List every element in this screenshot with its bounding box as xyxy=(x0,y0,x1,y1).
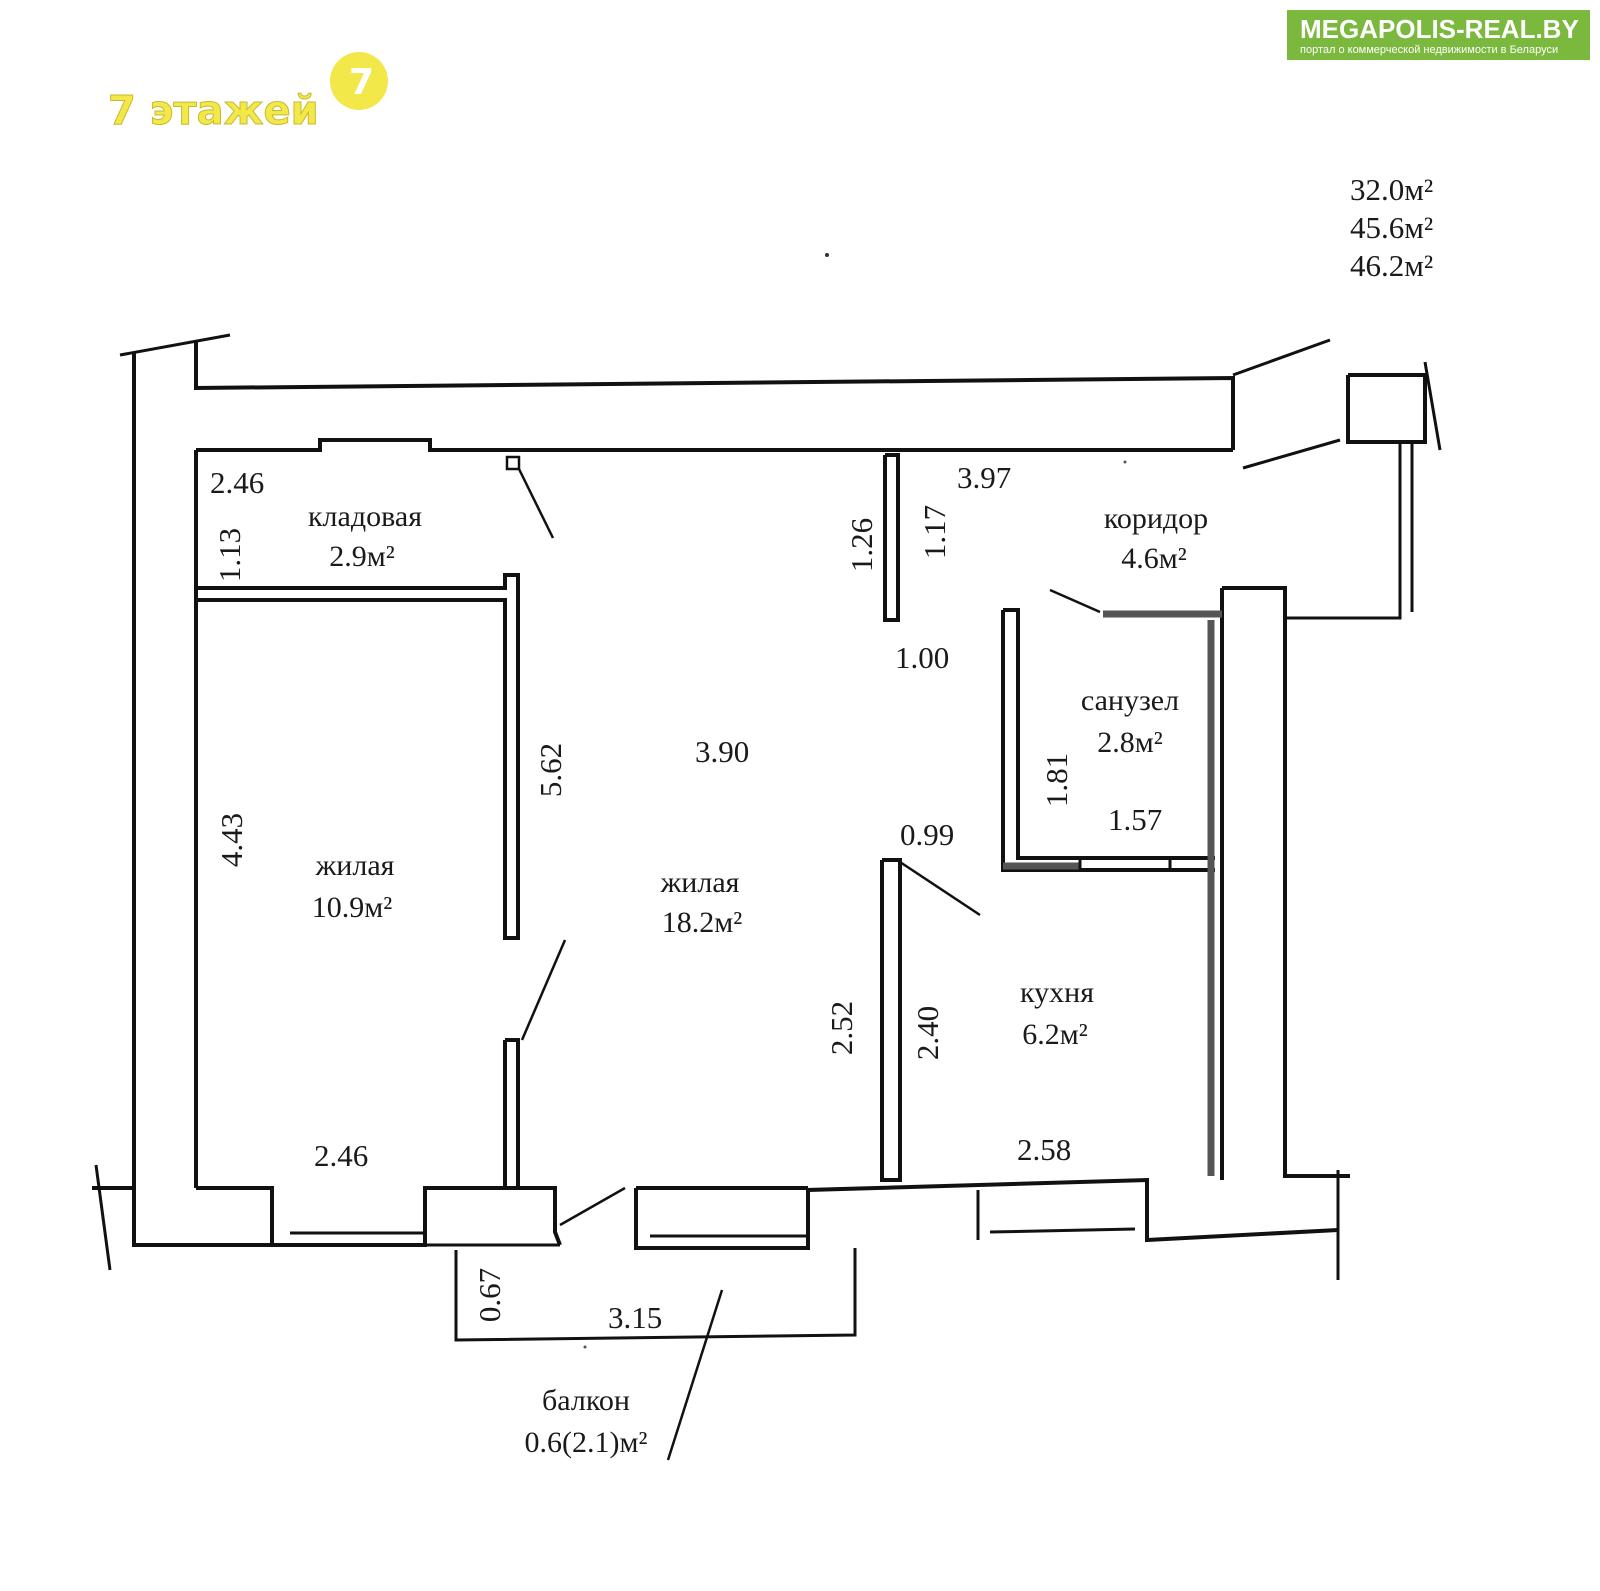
door-swings xyxy=(505,455,1101,1227)
dim-bathroom-height: 1.81 xyxy=(1039,753,1074,807)
dim-living-large-width: 3.90 xyxy=(695,734,749,769)
floors-logo-badge-icon xyxy=(330,52,388,110)
room-balcony-area: 0.6(2.1)м² xyxy=(525,1426,648,1459)
room-kitchen-name: кухня xyxy=(1020,976,1094,1009)
balcony-leader-line xyxy=(666,1289,724,1461)
room-living-small-area: 10.9м² xyxy=(312,891,392,924)
dim-kitchen-width: 2.58 xyxy=(1017,1132,1071,1167)
floors-logo: 7 этажей 7 xyxy=(108,52,388,135)
watermark-brand: MEGAPOLIS-REAL.BY xyxy=(1300,14,1579,44)
walls xyxy=(92,333,1442,1342)
dim-corridor-left-b: 1.17 xyxy=(917,505,952,559)
room-pantry-area: 2.9м² xyxy=(329,540,394,573)
room-balcony-name: балкон xyxy=(542,1384,630,1417)
dimension-labels: 2.46 1.13 3.97 1.26 1.17 1.00 3.90 5.62 … xyxy=(210,460,1162,1335)
dim-balcony-depth: 0.67 xyxy=(472,1268,507,1322)
area-totals: 32.0м² 45.6м² 46.2м² xyxy=(1350,172,1433,283)
dim-kitchen-left-a: 2.52 xyxy=(824,1001,859,1055)
room-corridor-area: 4.6м² xyxy=(1121,542,1186,575)
dim-living-small-height: 4.43 xyxy=(214,813,249,867)
total-area: 45.6м² xyxy=(1350,210,1433,245)
total-living-area: 32.0м² xyxy=(1350,172,1433,207)
watermark-bg xyxy=(1287,10,1590,60)
dim-corridor-left-a: 1.26 xyxy=(844,518,879,572)
room-living-large-name: жилая xyxy=(660,866,740,899)
room-living-large-area: 18.2м² xyxy=(662,906,742,939)
room-corridor-name: коридор xyxy=(1104,502,1208,535)
room-pantry-name: кладовая xyxy=(308,500,422,533)
partitions xyxy=(196,453,1222,1190)
floors-logo-text: 7 этажей xyxy=(108,88,319,134)
dim-balcony-width: 3.15 xyxy=(608,1300,662,1335)
room-bathroom-area: 2.8м² xyxy=(1097,726,1162,759)
room-living-small-name: жилая xyxy=(315,849,395,882)
dim-kitchen-door: 0.99 xyxy=(900,817,954,852)
total-area-with-balcony: 46.2м² xyxy=(1350,248,1433,283)
floors-logo-badge: 7 xyxy=(349,62,374,103)
room-kitchen-area: 6.2м² xyxy=(1022,1018,1087,1051)
dim-pantry-depth: 1.13 xyxy=(212,528,247,582)
watermark-logo: MEGAPOLIS-REAL.BY портал о коммерческой … xyxy=(1287,10,1590,60)
dim-pantry-width: 2.46 xyxy=(210,465,264,500)
room-labels: кладовая 2.9м² коридор 4.6м² санузел 2.8… xyxy=(308,500,1208,1459)
room-bathroom-name: санузел xyxy=(1081,684,1179,717)
dim-corridor-gap: 1.00 xyxy=(895,640,949,675)
dim-bathroom-width: 1.57 xyxy=(1108,802,1162,837)
dim-living-small-width: 2.46 xyxy=(314,1138,368,1173)
dim-living-small-partition: 5.62 xyxy=(533,743,568,797)
watermark-tagline: портал о коммерческой недвижимости в Бел… xyxy=(1300,44,1558,56)
dim-kitchen-left-b: 2.40 xyxy=(910,1006,945,1060)
dim-corridor-length: 3.97 xyxy=(957,460,1011,495)
